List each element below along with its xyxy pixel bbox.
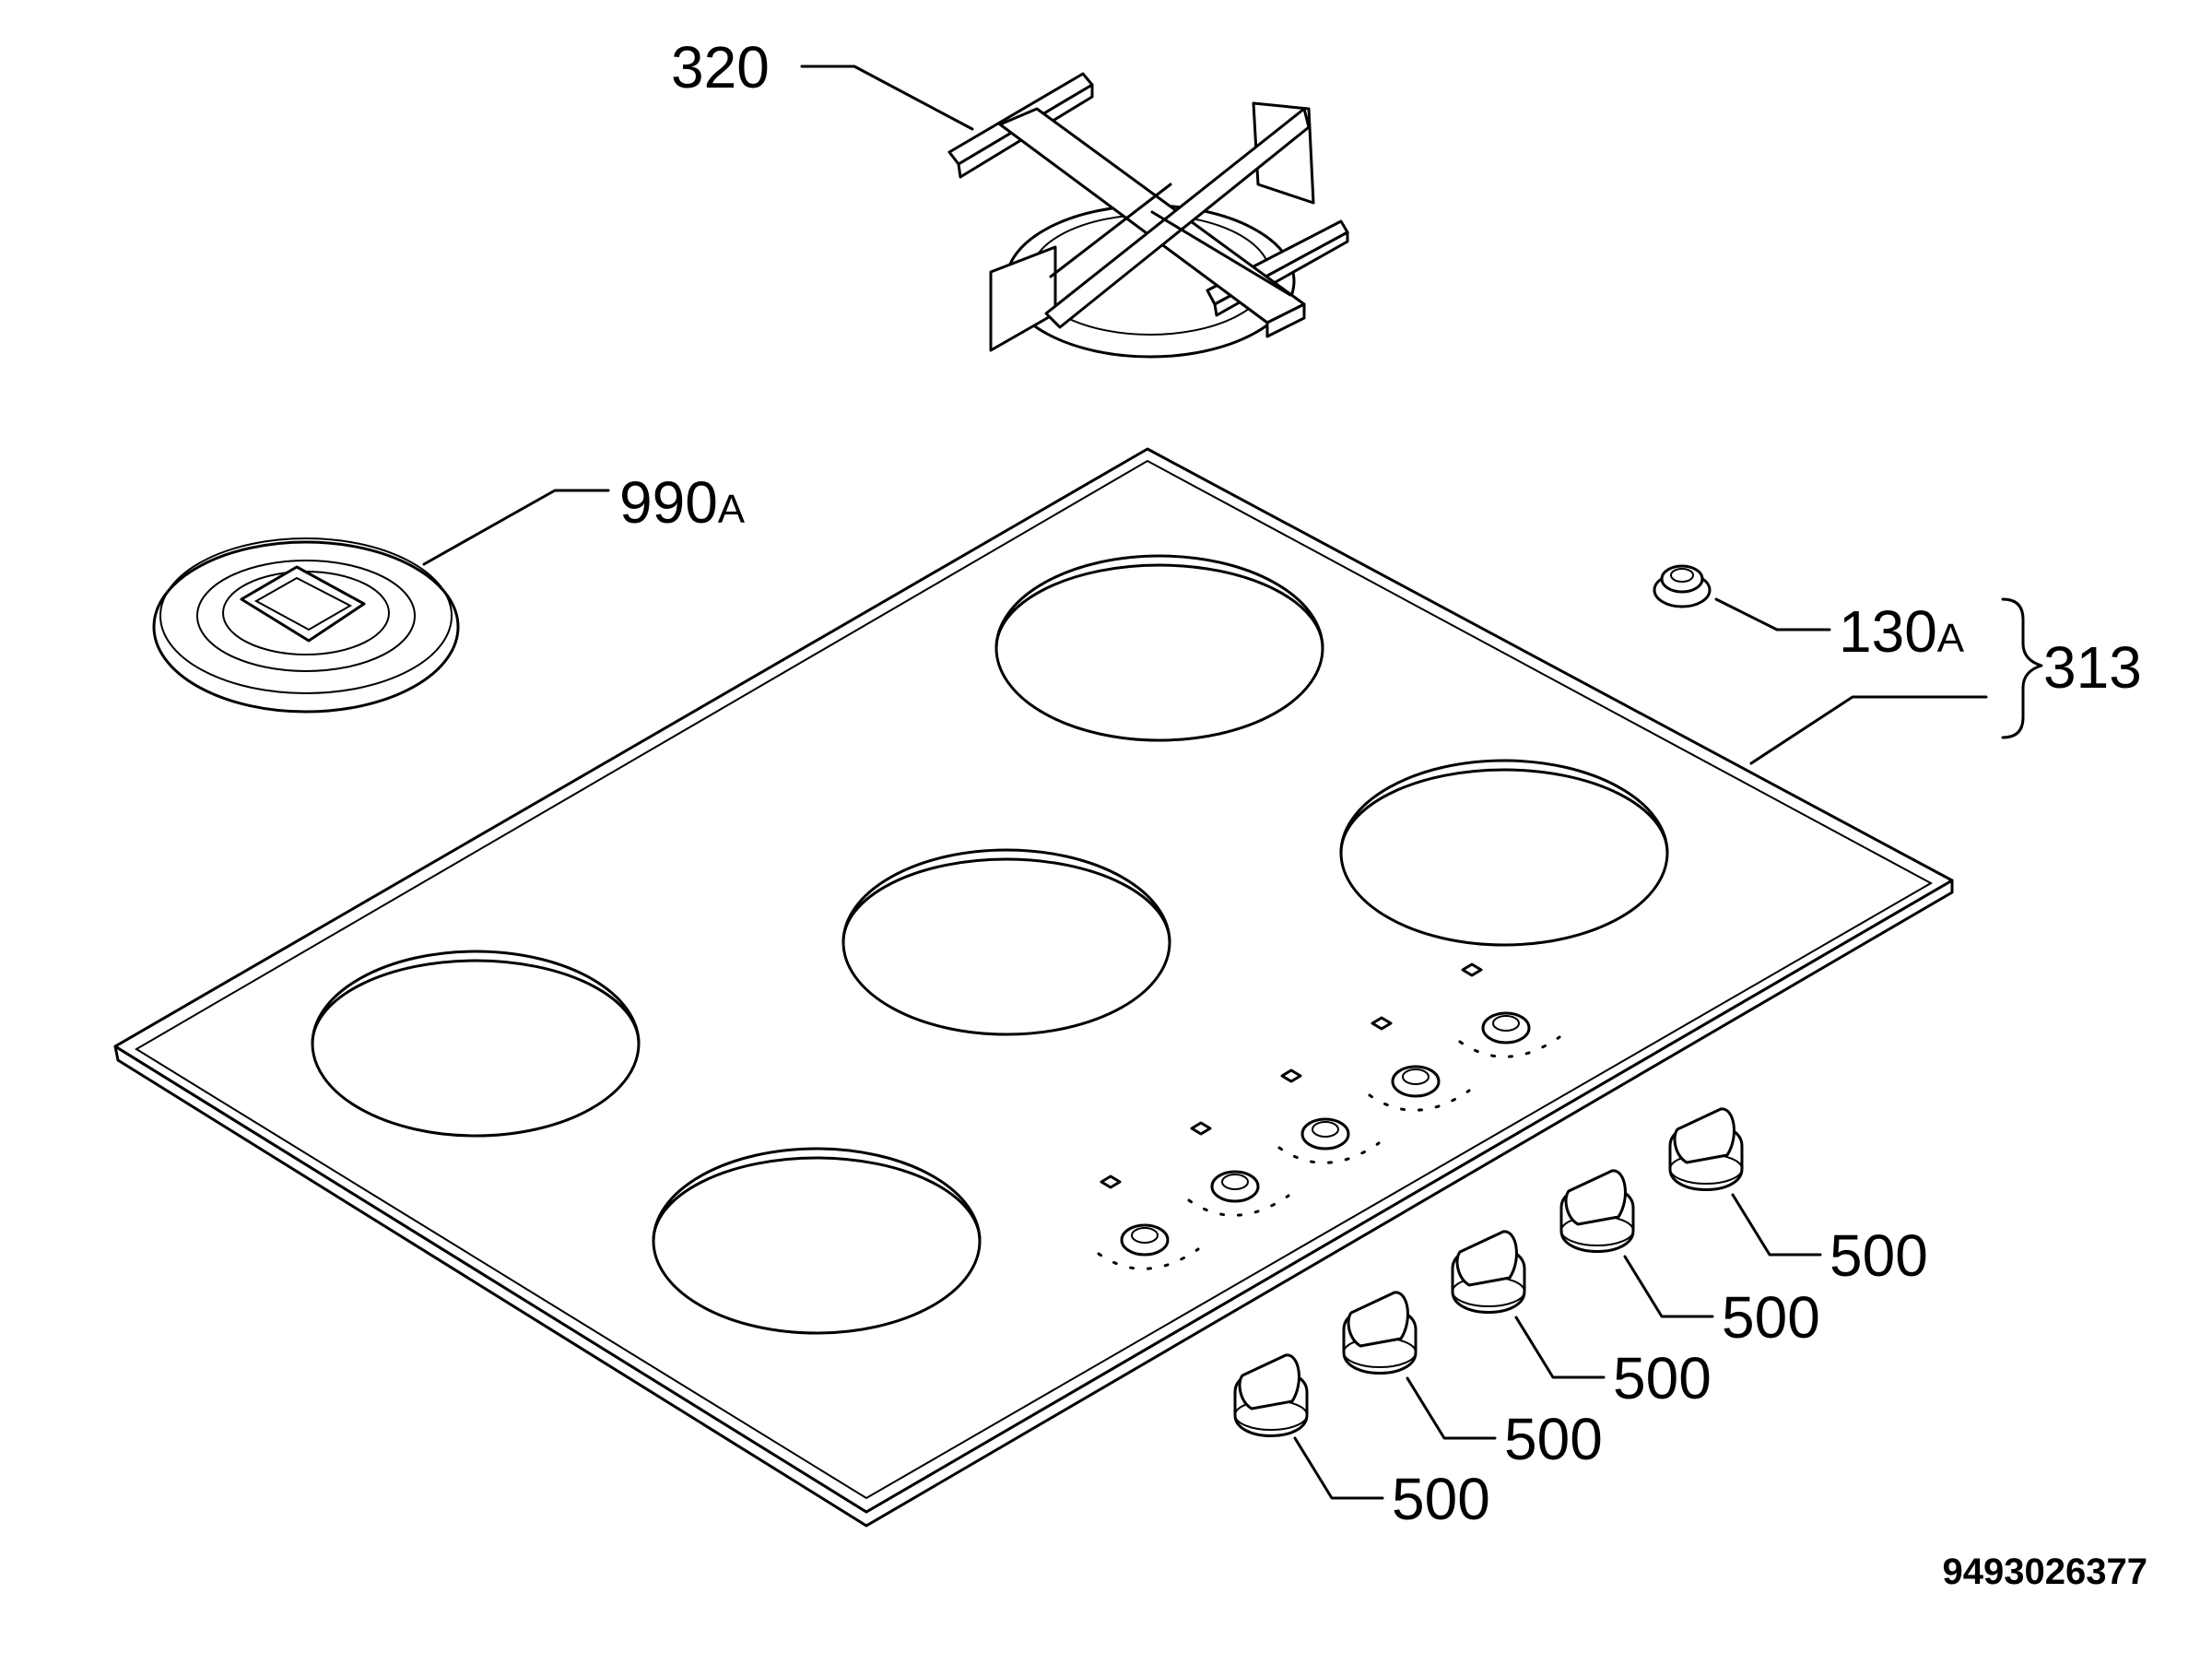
control-knobs [1233,1107,1744,1437]
knob-spindle-2 [1187,1121,1290,1217]
leader-990a [422,489,610,566]
knob-spindle-5 [1458,962,1561,1058]
assembly-brace [2001,597,2043,739]
knob-spindle-3 [1277,1068,1381,1164]
label-500-5: 500 [1830,1222,1928,1289]
leader-313 [1749,695,1988,765]
label-320: 320 [671,34,770,100]
label-990a: 990A [619,469,746,536]
burner-cap [152,537,460,714]
label-130a-num: 130 [1839,598,1937,665]
label-500-2: 500 [1504,1406,1603,1472]
rubber-foot [1653,564,1712,608]
control-knob-4 [1559,1169,1635,1253]
label-500-1: 500 [1392,1466,1490,1532]
burner-hole-rear-left [994,554,1324,742]
label-130a: 130A [1839,598,1965,665]
hob-plate-bevel [135,459,1934,1500]
knob-spindle-1 [1097,1174,1200,1270]
burner-holes [311,554,1669,1335]
label-990a-num: 990 [619,469,718,536]
leader-320 [800,65,974,131]
leader-500-4 [1623,1255,1714,1318]
label-990a-suffix: A [718,487,746,532]
label-500-4: 500 [1722,1284,1820,1351]
label-313: 313 [2043,634,2142,701]
control-knob-2 [1342,1291,1418,1375]
burner-hole-front-center [652,1147,982,1335]
leader-500-5 [1731,1193,1822,1257]
document-number: 9493026377 [1943,1552,2147,1592]
leader-130a [1714,597,1831,631]
leader-500-2 [1406,1376,1497,1440]
knob-spindle-4 [1368,1016,1471,1112]
leader-500-1 [1293,1436,1384,1500]
leader-500-3 [1514,1316,1606,1379]
burner-hole-center [841,848,1171,1036]
burner-hole-front-left [311,950,641,1138]
burner-hole-rear-right [1339,759,1669,947]
control-knob-3 [1451,1230,1526,1314]
control-knob-1 [1233,1353,1309,1437]
part-labels: 320 990A 130A 313 500 500 500 500 500 94… [619,34,2147,1592]
leader-lines [422,65,2043,1500]
label-500-3: 500 [1613,1345,1712,1411]
control-panel [1097,962,1561,1270]
pan-support [947,72,1349,359]
label-130a-suffix: A [1937,616,1965,661]
control-knob-5 [1668,1107,1744,1191]
